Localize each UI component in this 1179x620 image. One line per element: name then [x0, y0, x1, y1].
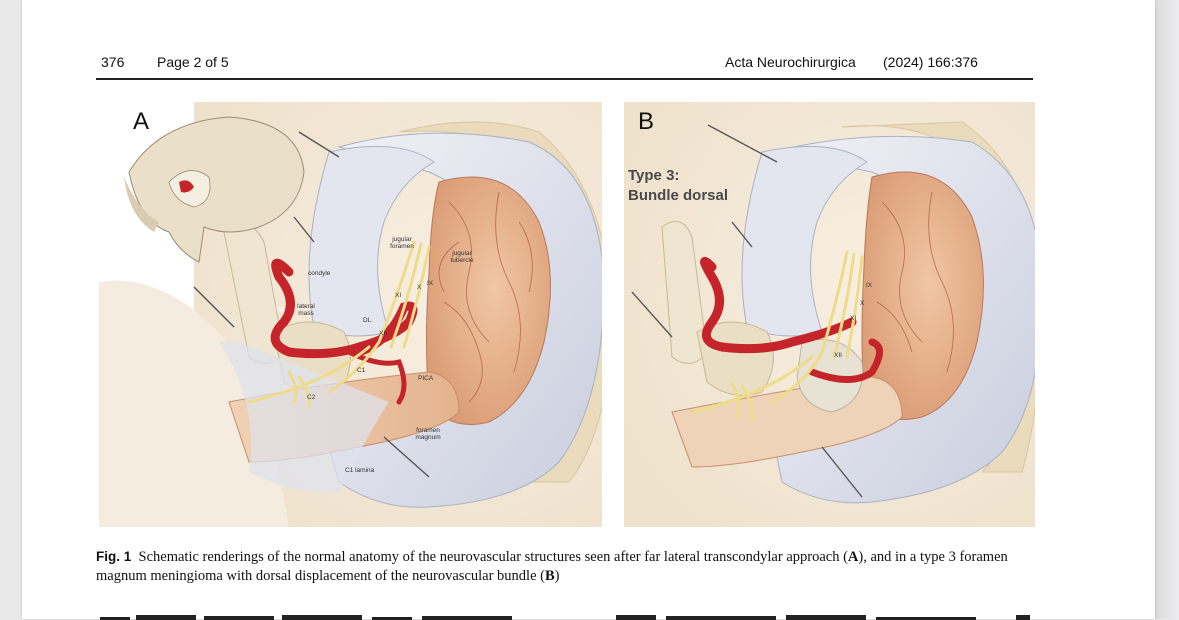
label-dl: DL [363, 317, 372, 324]
citation: (2024) 166:376 [883, 54, 978, 70]
anatomy-illustration-b [602, 102, 1035, 527]
caption-text-1: Schematic renderings of the normal anato… [138, 549, 848, 565]
figure-panel-a: A jugular foramen jugular tubercle condy… [99, 102, 615, 527]
anatomy-illustration-a [99, 102, 615, 527]
label-jugular-foramen: jugular foramen [390, 236, 414, 250]
page-number: 376 [101, 54, 125, 70]
label-jugular-tubercle: jugular tubercle [450, 250, 474, 264]
panel-label-a: A [133, 108, 150, 135]
label-b-xi: XI [850, 315, 857, 322]
label-x: X [417, 284, 422, 291]
cut-off-body-text [96, 606, 1036, 620]
page-of: Page 2 of 5 [157, 54, 229, 70]
label-c2: C2 [307, 394, 316, 401]
label-c1: C1 [357, 367, 366, 374]
panel-label-b: B [638, 108, 655, 135]
label-b-ix: IX [866, 282, 873, 289]
figure-panel-b: B Type 3: Bundle dorsal IX X XI XII [602, 102, 1035, 527]
type-label: Type 3: Bundle dorsal [628, 166, 728, 206]
label-va: VA [276, 307, 285, 314]
caption-bold-b: B [544, 568, 555, 584]
viewer-margin-right [1155, 0, 1179, 619]
label-xii: XII [379, 330, 387, 337]
running-header: 376 Page 2 of 5 Acta Neurochirurgica (20… [96, 48, 1033, 80]
label-c1-lamina: C1 lamina [345, 467, 375, 474]
caption-label: Fig. 1 [96, 549, 132, 564]
label-lateral-mass: lateral mass [297, 303, 315, 317]
type-label-line2: Bundle dorsal [628, 187, 729, 204]
journal-name: Acta Neurochirurgica [725, 54, 856, 70]
type-label-line1: Type 3: [628, 167, 680, 184]
label-xi: XI [395, 292, 402, 299]
caption-text-3: ) [554, 568, 560, 584]
cut-off-text-glyphs [100, 615, 1030, 620]
label-b-x: X [860, 300, 865, 307]
label-foramen-magnum: foramen magnum [415, 427, 441, 441]
figure-caption: Fig. 1 Schematic renderings of the norma… [96, 547, 1036, 586]
caption-bold-a: A [847, 549, 859, 565]
label-b-xii: XII [834, 352, 842, 359]
label-ix: IX [427, 280, 434, 287]
label-condyle: condyle [308, 270, 331, 277]
label-pica: PICA [418, 375, 434, 382]
caption-text-2: ), and in a type 3 foramen magnum mening… [96, 549, 1008, 584]
